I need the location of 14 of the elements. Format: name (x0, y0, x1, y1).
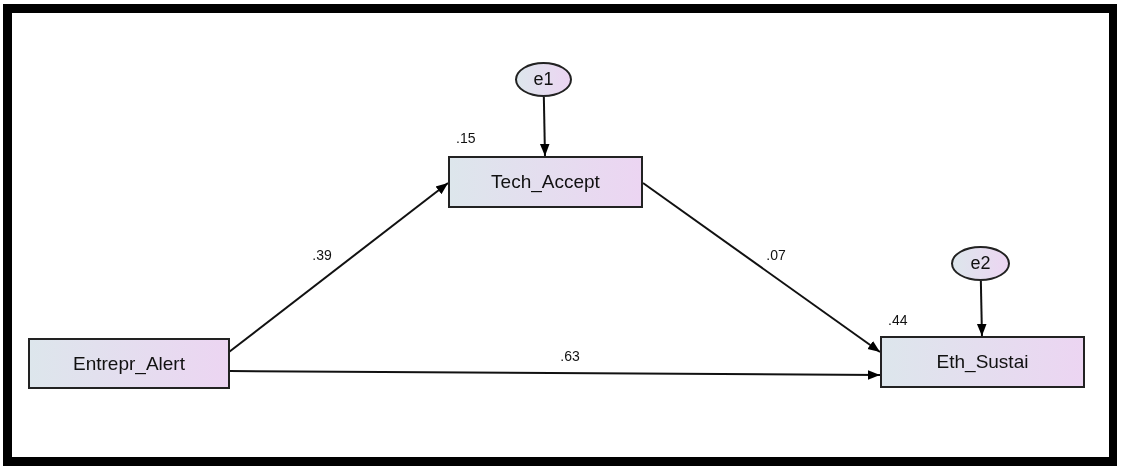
r-squared-value: .15 (456, 130, 476, 146)
path-coefficient: .07 (764, 247, 788, 263)
path-coefficient: .39 (310, 247, 334, 263)
error-ellipse: e1 (515, 62, 572, 97)
arrow (539, 96, 550, 157)
arrow (229, 370, 881, 380)
r-squared-value: .44 (888, 312, 908, 328)
variable-box: Entrepr_Alert (28, 338, 230, 389)
path-coefficient: .63 (558, 348, 582, 364)
arrow (976, 280, 987, 337)
arrow (642, 182, 881, 353)
error-ellipse: e2 (951, 246, 1010, 281)
variable-box: Eth_Sustai (880, 336, 1085, 388)
variable-box: Tech_Accept (448, 156, 643, 208)
